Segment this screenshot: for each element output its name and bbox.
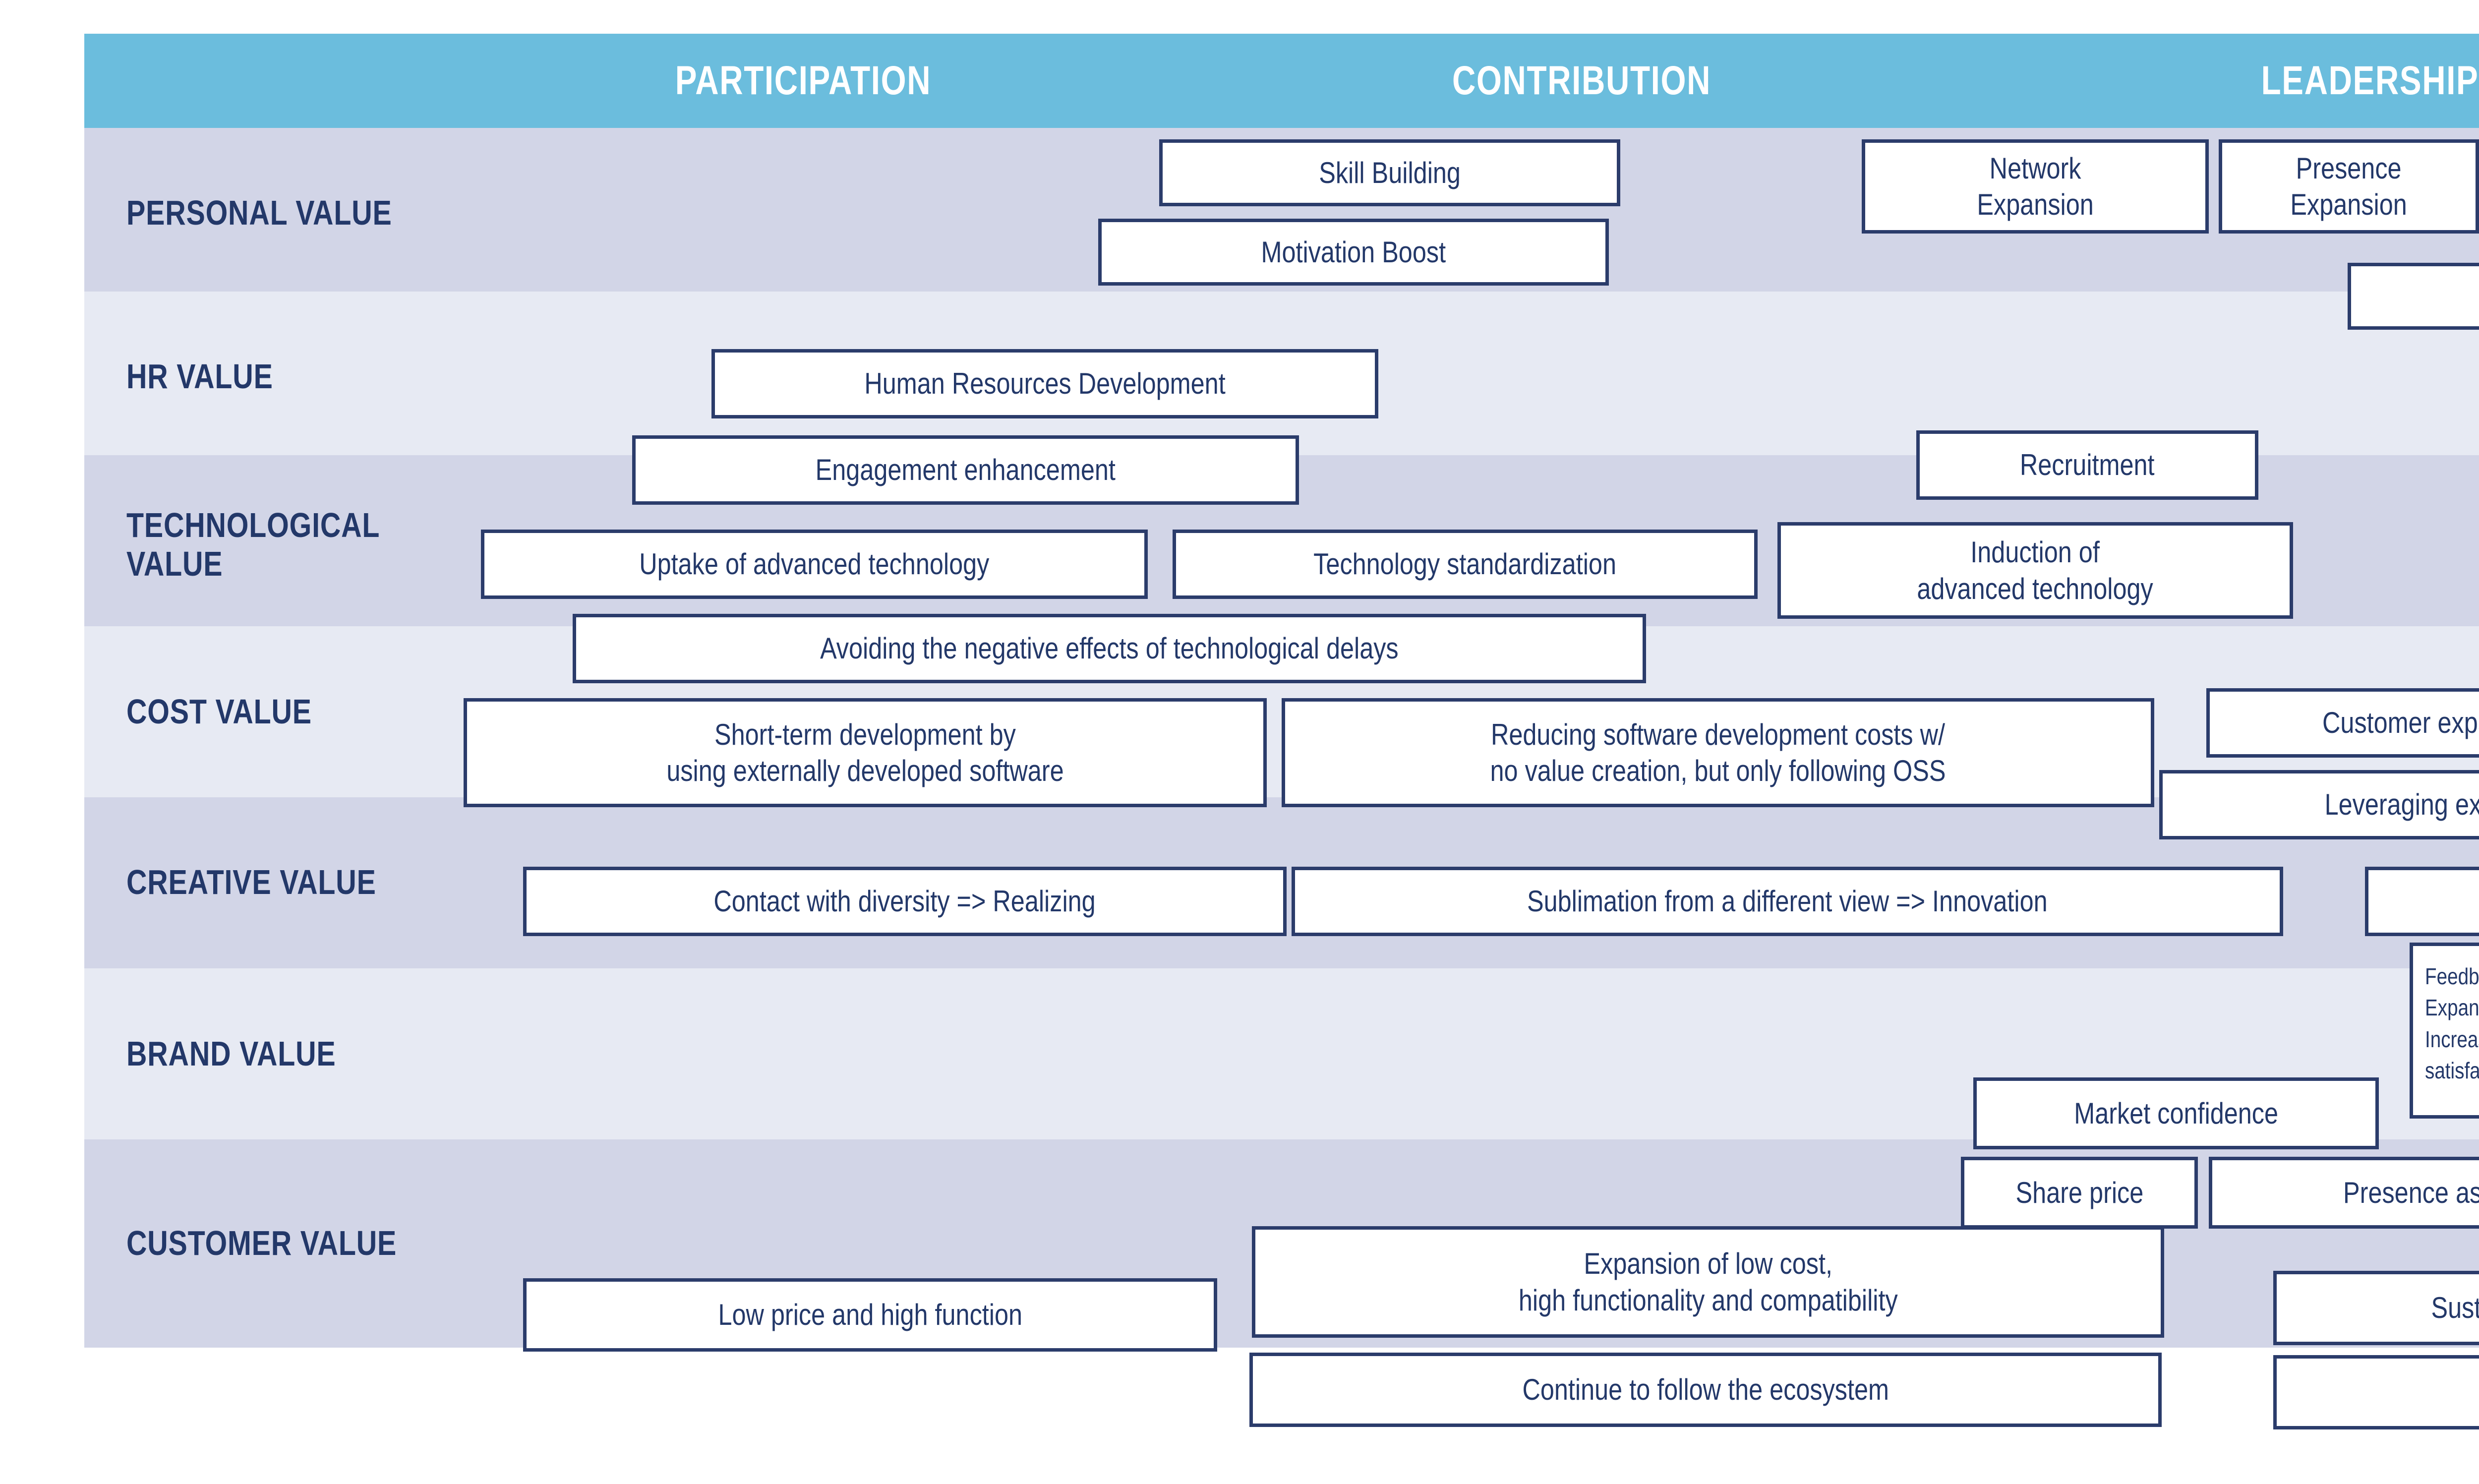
item-box-presence-expansion[interactable]: Presence Expansion [2219,139,2479,234]
item-label: Engagement enhancement [815,453,1116,487]
item-box-technology-standardization[interactable]: Technology standardization [1173,530,1758,599]
item-box-leading-skill-building[interactable]: Leading skill building [2348,263,2479,330]
item-label: Human Resources Development [864,367,1226,401]
item-box-induction-of-advanced-technology[interactable]: Induction of advanced technology [1777,522,2293,619]
column-header-leadership: LEADERSHIP [2072,34,2479,128]
item-label: Uptake of advanced technology [639,547,990,581]
item-box-contact-with-diversity-realizing[interactable]: Contact with diversity => Realizing [523,867,1287,936]
item-label: Network Expansion [1977,151,2094,221]
row-label-hr-value: HR VALUE [126,357,273,396]
item-box-market-confidence[interactable]: Market confidence [1973,1077,2379,1149]
item-label: Technology standardization [1313,547,1617,581]
item-box-sustainability-of-service-product[interactable]: Sustainability of service/product [2273,1271,2479,1345]
item-label: Sublimation from a different view => Inn… [1527,885,2048,918]
item-label: Share price [2015,1176,2143,1209]
item-box-motivation-boost[interactable]: Motivation Boost [1098,219,1609,286]
item-label: Feedback, Expanded usage, Increase custo… [2425,963,2479,1084]
item-label: Presence Expansion [2290,151,2408,221]
item-label: Contact with diversity => Realizing [713,885,1096,918]
row-label-creative-value: CREATIVE VALUE [126,863,376,901]
item-box-gaining-community[interactable]: Gaining Community [2365,867,2479,936]
item-box-presence-as-a-technology-company[interactable]: Presence as a technology company [2209,1157,2479,1229]
item-box-avoiding-negative-effects-of-technological-delays[interactable]: Avoiding the negative effects of technol… [573,614,1646,683]
item-box-short-term-development-externally-developed-software[interactable]: Short-term development by using external… [464,698,1267,807]
item-label: Sustainability of service/product [2431,1291,2479,1325]
item-box-low-price-and-high-function[interactable]: Low price and high function [523,1278,1217,1352]
item-box-customer-expansion[interactable]: Customer expansion [2206,688,2479,758]
column-header-band [84,34,2479,128]
item-box-engagement-enhancement[interactable]: Engagement enhancement [632,435,1299,505]
item-label: Skill Building [1319,156,1461,189]
value-matrix: PARTICIPATION CONTRIBUTION LEADERSHIP PE… [84,34,2479,1429]
row-label-personal-value: PERSONAL VALUE [126,193,392,232]
item-box-share-price[interactable]: Share price [1961,1157,2198,1229]
row-label-cost-value: COST VALUE [126,692,312,731]
row-label-customer-value: CUSTOMER VALUE [126,1224,397,1262]
item-label: Leveraging external resources [2324,788,2479,822]
item-box-recruitment[interactable]: Recruitment [1916,430,2258,500]
item-box-leveraging-external-resources[interactable]: Leveraging external resources [2159,770,2479,839]
item-label: Expansion of low cost, high functionalit… [1518,1247,1898,1317]
item-box-skill-building[interactable]: Skill Building [1159,139,1620,206]
item-box-sublimation-from-different-view-innovation[interactable]: Sublimation from a different view => Inn… [1292,867,2283,936]
item-box-and-more[interactable]: And more??? [2273,1355,2479,1429]
item-label: Reducing software development costs w/ n… [1490,717,1946,787]
item-label: Avoiding the negative effects of technol… [820,632,1399,665]
item-box-reducing-software-development-costs[interactable]: Reducing software development costs w/ n… [1282,698,2154,807]
item-box-uptake-of-advanced-technology[interactable]: Uptake of advanced technology [481,530,1148,599]
item-label: Customer expansion [2322,706,2479,740]
column-header-participation: PARTICIPATION [506,34,1101,128]
item-box-feedback-expanded-usage-increase-customer-satisfaction[interactable]: Feedback, Expanded usage, Increase custo… [2410,943,2479,1119]
item-box-continue-to-follow-the-ecosystem[interactable]: Continue to follow the ecosystem [1249,1353,2162,1427]
column-header-contribution: CONTRIBUTION [1284,34,1879,128]
item-label: Recruitment [2020,448,2155,482]
item-box-expansion-of-low-cost-high-functionality-compatibility[interactable]: Expansion of low cost, high functionalit… [1252,1226,2164,1338]
column-header-participation-label: PARTICIPATION [675,58,932,103]
column-header-contribution-label: CONTRIBUTION [1452,58,1712,103]
item-label: Motivation Boost [1261,235,1446,269]
item-box-human-resources-development[interactable]: Human Resources Development [711,349,1378,418]
item-label: Market confidence [2074,1096,2278,1130]
item-label: Presence as a technology company [2343,1176,2479,1209]
column-header-leadership-label: LEADERSHIP [2261,58,2479,103]
item-label: Short-term development by using external… [666,717,1064,787]
item-box-network-expansion[interactable]: Network Expansion [1862,139,2209,234]
item-label: Continue to follow the ecosystem [1522,1373,1889,1407]
row-label-brand-value: BRAND VALUE [126,1034,336,1073]
row-label-technological-value: TECHNOLOGICAL VALUE [126,506,380,584]
item-label: Induction of advanced technology [1917,535,2154,605]
item-label: Low price and high function [718,1298,1022,1332]
